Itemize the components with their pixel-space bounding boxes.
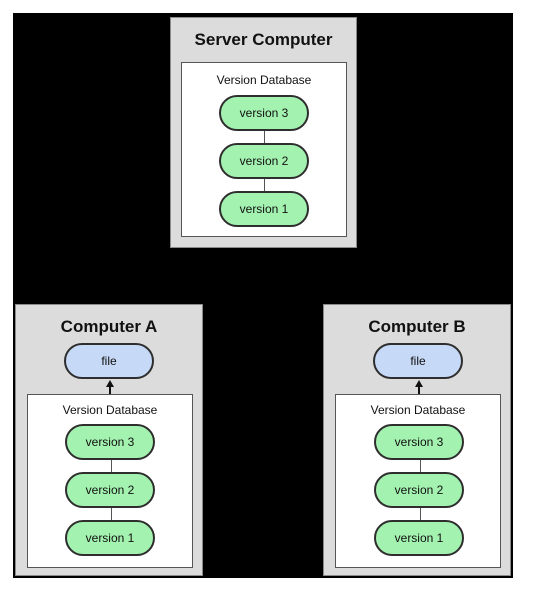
computer-a-title: Computer A: [60, 317, 158, 336]
arrow-head-icon: [106, 380, 114, 387]
version-link: [420, 505, 421, 521]
version-3-node: version 3: [219, 95, 309, 131]
version-1-node: version 1: [219, 191, 309, 227]
version-2-node: version 2: [65, 472, 155, 508]
file-node: file: [373, 343, 463, 379]
server-db-label: Version Database: [216, 73, 312, 87]
version-3-node: version 3: [65, 424, 155, 460]
file-node: file: [64, 343, 154, 379]
version-link: [111, 505, 112, 521]
server-computer-title: Server Computer: [194, 30, 333, 49]
version-2-node: version 2: [374, 472, 464, 508]
version-link: [111, 457, 112, 473]
version-3-node: version 3: [374, 424, 464, 460]
checkout-arrow: [109, 385, 111, 394]
computer-a: Computer A file Version Database version…: [15, 304, 203, 576]
server-computer: Server Computer Version Database version…: [170, 17, 357, 248]
computer-a-db-label: Version Database: [62, 403, 158, 417]
computer-b: Computer B file Version Database version…: [323, 304, 511, 576]
version-link: [264, 177, 265, 193]
version-2-node: version 2: [219, 143, 309, 179]
computer-b-db-label: Version Database: [370, 403, 466, 417]
version-link: [420, 457, 421, 473]
server-version-database: Version Database version 3 version 2 ver…: [181, 62, 347, 237]
computer-a-version-database: Version Database version 3 version 2 ver…: [27, 394, 193, 568]
arrow-head-icon: [415, 380, 423, 387]
computer-b-title: Computer B: [368, 317, 466, 336]
version-link: [264, 129, 265, 145]
version-1-node: version 1: [65, 520, 155, 556]
computer-b-version-database: Version Database version 3 version 2 ver…: [335, 394, 501, 568]
version-1-node: version 1: [374, 520, 464, 556]
checkout-arrow: [418, 385, 420, 394]
